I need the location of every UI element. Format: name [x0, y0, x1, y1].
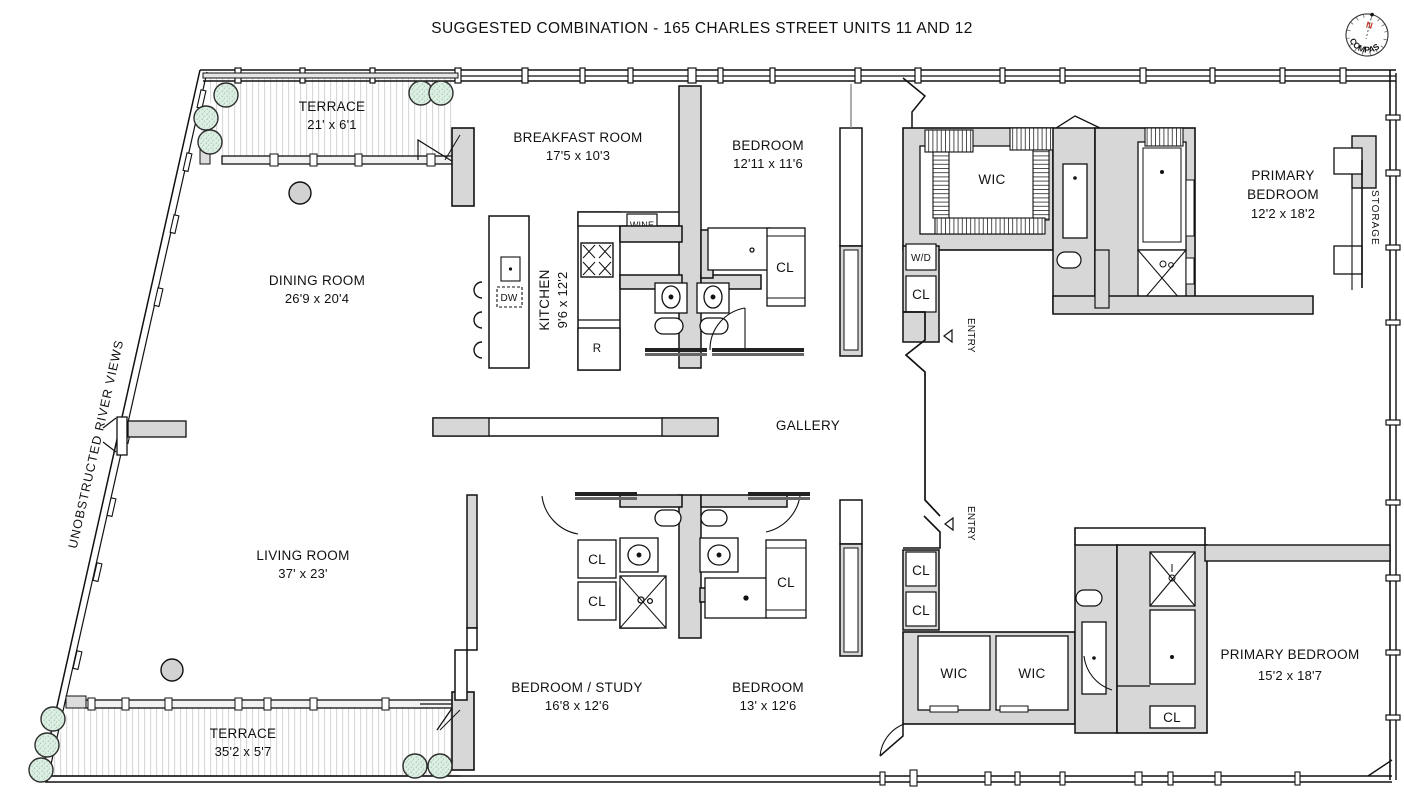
- refrigerator-label: R: [593, 343, 602, 355]
- primary-bath-upper: [1052, 127, 1314, 315]
- storage-label: STORAGE: [1369, 190, 1380, 246]
- svg-text:CL: CL: [912, 603, 930, 618]
- wine-fridge-label: WINE: [630, 220, 654, 230]
- label-bedroom-study: BEDROOM / STUDY: [511, 680, 642, 695]
- bath-lower-left: [541, 495, 682, 629]
- svg-text:13' x 12'6: 13' x 12'6: [740, 698, 797, 713]
- svg-text:CL: CL: [912, 563, 930, 578]
- label-wic-upper: WIC: [978, 172, 1005, 187]
- page-title: SUGGESTED COMBINATION - 165 CHARLES STRE…: [431, 20, 973, 37]
- label-gallery: GALLERY: [776, 418, 840, 433]
- label-breakfast-room: BREAKFAST ROOM: [513, 130, 642, 145]
- bath-lower-sills: [575, 492, 810, 500]
- label-bedroom-lower: BEDROOM: [732, 680, 804, 695]
- svg-text:15'2 x 18'7: 15'2 x 18'7: [1258, 668, 1322, 683]
- entry-hall-wall-upper: [902, 77, 941, 517]
- core-walls-upper: [619, 85, 762, 369]
- column-round-bottom: [160, 658, 184, 682]
- compass-north-label: N: [1365, 20, 1374, 31]
- closet-labels: CL W/D CL CL CL CL CL CL WIC WIC CL: [588, 253, 1181, 725]
- svg-text:ENTRY: ENTRY: [965, 506, 976, 541]
- terrace-bottom-structure: [45, 691, 475, 777]
- room-labels: TERRACE 21' x 6'1 DINING ROOM 26'9 x 20'…: [210, 99, 1360, 759]
- bath-upper-door-sills: [645, 348, 804, 356]
- dining-terrace-door: [102, 416, 187, 456]
- svg-text:WIC: WIC: [940, 666, 967, 681]
- hall-partition-lower: [839, 499, 863, 657]
- svg-text:CL: CL: [1163, 710, 1181, 725]
- svg-text:37' x 23': 37' x 23': [278, 566, 327, 581]
- svg-text:CL: CL: [777, 575, 795, 590]
- label-primary-lower: PRIMARY BEDROOM: [1220, 647, 1359, 662]
- svg-text:16'8 x 12'6: 16'8 x 12'6: [545, 698, 609, 713]
- svg-text:WIC: WIC: [1018, 666, 1045, 681]
- terrace-top-structure: [199, 72, 475, 207]
- study-partition: [454, 494, 478, 701]
- closet-stack-lower: [902, 515, 941, 631]
- label-primary-upper-1: PRIMARY: [1251, 168, 1314, 183]
- wd-closet-stack-upper: [902, 243, 940, 343]
- hall-partition-upper: [839, 84, 863, 357]
- svg-text:21' x 6'1: 21' x 6'1: [307, 117, 356, 132]
- kitchen-cabinets: WINE R: [577, 211, 687, 371]
- bath-lower-right: [699, 495, 807, 619]
- entry-marker-lower: ENTRY: [944, 506, 976, 541]
- svg-text:9'6 x 12'2: 9'6 x 12'2: [555, 272, 570, 329]
- svg-text:CL: CL: [588, 552, 606, 567]
- wic-pair-lower: [879, 631, 1076, 757]
- svg-text:ENTRY: ENTRY: [965, 318, 976, 353]
- label-kitchen: KITCHEN: [537, 269, 552, 330]
- primary-bath-lower: [1074, 527, 1391, 734]
- label-dining-room: DINING ROOM: [269, 273, 365, 288]
- entry-marker-upper: ENTRY: [943, 318, 976, 353]
- terrace-top-deck: [205, 74, 455, 162]
- curtain-wall-right: [1385, 70, 1401, 780]
- svg-text:17'5 x 10'3: 17'5 x 10'3: [546, 148, 610, 163]
- svg-text:CL: CL: [588, 594, 606, 609]
- label-terrace-top: TERRACE: [299, 99, 366, 114]
- dishwasher-label: DW: [500, 293, 517, 304]
- wic-upper-unit: [902, 115, 1101, 251]
- label-bedroom-upper: BEDROOM: [732, 138, 804, 153]
- kitchen-island: DW: [473, 215, 530, 369]
- svg-text:12'2 x 18'2: 12'2 x 18'2: [1251, 206, 1315, 221]
- label-primary-upper-2: BEDROOM: [1247, 187, 1319, 202]
- terrace-bottom-deck: [45, 700, 455, 776]
- svg-text:CL: CL: [776, 260, 794, 275]
- label-living-room: LIVING ROOM: [256, 548, 349, 563]
- label-terrace-bottom: TERRACE: [210, 726, 277, 741]
- svg-text:12'11 x 11'6: 12'11 x 11'6: [733, 156, 803, 171]
- gallery-bench: [432, 417, 719, 437]
- storage-unit: STORAGE: [1333, 135, 1380, 290]
- svg-text:26'9 x 20'4: 26'9 x 20'4: [285, 291, 349, 306]
- svg-text:35'2 x 5'7: 35'2 x 5'7: [215, 744, 272, 759]
- compass-rose: N COMPASS: [1338, 6, 1393, 58]
- bath-upper-fixtures: [654, 227, 806, 351]
- svg-text:CL: CL: [912, 287, 930, 302]
- column-round-top: [288, 181, 312, 205]
- svg-text:W/D: W/D: [911, 253, 931, 264]
